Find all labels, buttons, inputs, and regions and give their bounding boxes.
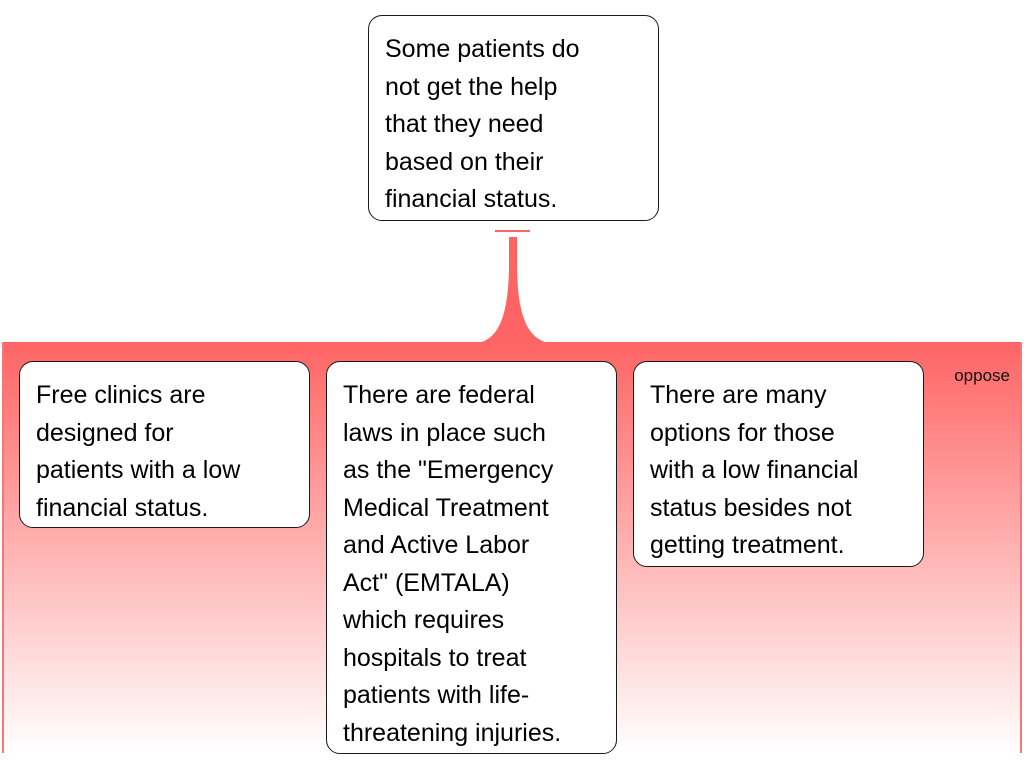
reason-node-emtala[interactable]: There are federal laws in place such as … — [326, 361, 617, 754]
reason-node-free-clinics[interactable]: Free clinics are designed for patients w… — [19, 361, 310, 528]
oppose-marker-bar — [495, 230, 530, 232]
claim-node[interactable]: Some patients do not get the help that t… — [368, 15, 659, 221]
oppose-group: oppose — [2, 342, 1022, 753]
oppose-label: oppose — [954, 366, 1010, 385]
reason-node-many-options[interactable]: There are many options for those with a … — [633, 361, 924, 567]
oppose-stem — [482, 237, 545, 342]
